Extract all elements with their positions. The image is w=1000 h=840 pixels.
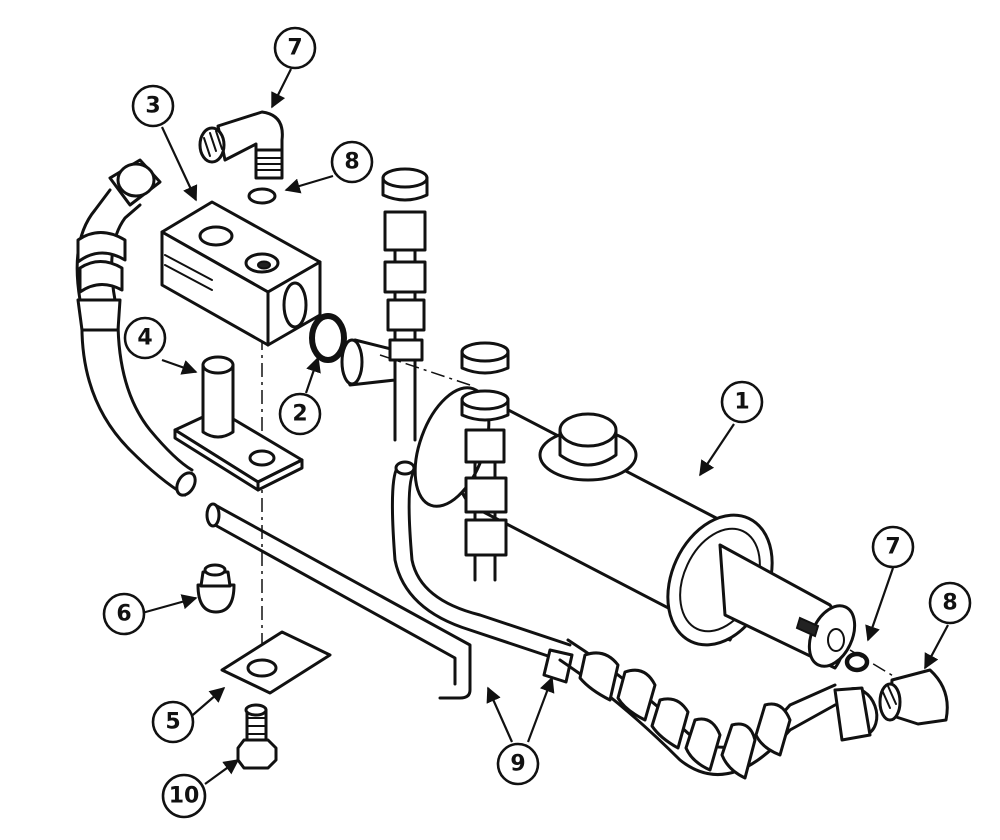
o-ring-port xyxy=(309,313,347,363)
mounting-block xyxy=(160,200,322,347)
callout-7-right: 7 xyxy=(871,525,915,569)
callout-5: 5 xyxy=(151,700,195,744)
retaining-plate xyxy=(220,630,332,695)
hydraulic-cylinder xyxy=(340,338,857,670)
callout-8-right: 8 xyxy=(928,581,972,625)
vertical-tubes xyxy=(381,167,572,662)
hose-right xyxy=(542,638,879,780)
callout-6: 6 xyxy=(102,592,146,636)
callout-6-label: 6 xyxy=(116,602,131,627)
callout-8-right-label: 8 xyxy=(942,591,957,616)
callout-10-label: 10 xyxy=(169,784,200,809)
callout-8-top: 8 xyxy=(330,140,374,184)
callout-7-top-label: 7 xyxy=(287,36,302,61)
o-ring-right xyxy=(844,651,870,673)
bolt xyxy=(236,703,278,770)
centerline-port xyxy=(379,354,471,386)
callout-10: 10 xyxy=(161,773,207,819)
o-ring-top xyxy=(247,187,277,205)
callout-7-right-label: 7 xyxy=(885,535,900,560)
callout-1-label: 1 xyxy=(734,390,749,415)
callout-4: 4 xyxy=(123,316,167,360)
callout-3: 3 xyxy=(131,84,175,128)
callout-4-label: 4 xyxy=(137,326,152,351)
callout-9: 9 xyxy=(496,742,540,786)
callout-3-label: 3 xyxy=(145,94,160,119)
elbow-fitting-right xyxy=(878,668,949,726)
hose-left xyxy=(75,158,197,497)
callout-8-top-label: 8 xyxy=(344,150,359,175)
pin-and-plate xyxy=(173,355,304,492)
callout-2-label: 2 xyxy=(292,402,307,427)
callout-2: 2 xyxy=(278,392,322,436)
callout-7-top: 7 xyxy=(273,26,317,70)
pipe-lower xyxy=(205,502,472,700)
callout-5-label: 5 xyxy=(165,710,180,735)
callout-1: 1 xyxy=(720,380,764,424)
grease-fitting xyxy=(196,563,236,614)
leader-lines xyxy=(141,68,949,785)
callout-9-label: 9 xyxy=(510,752,525,777)
elbow-fitting-top xyxy=(198,110,284,180)
